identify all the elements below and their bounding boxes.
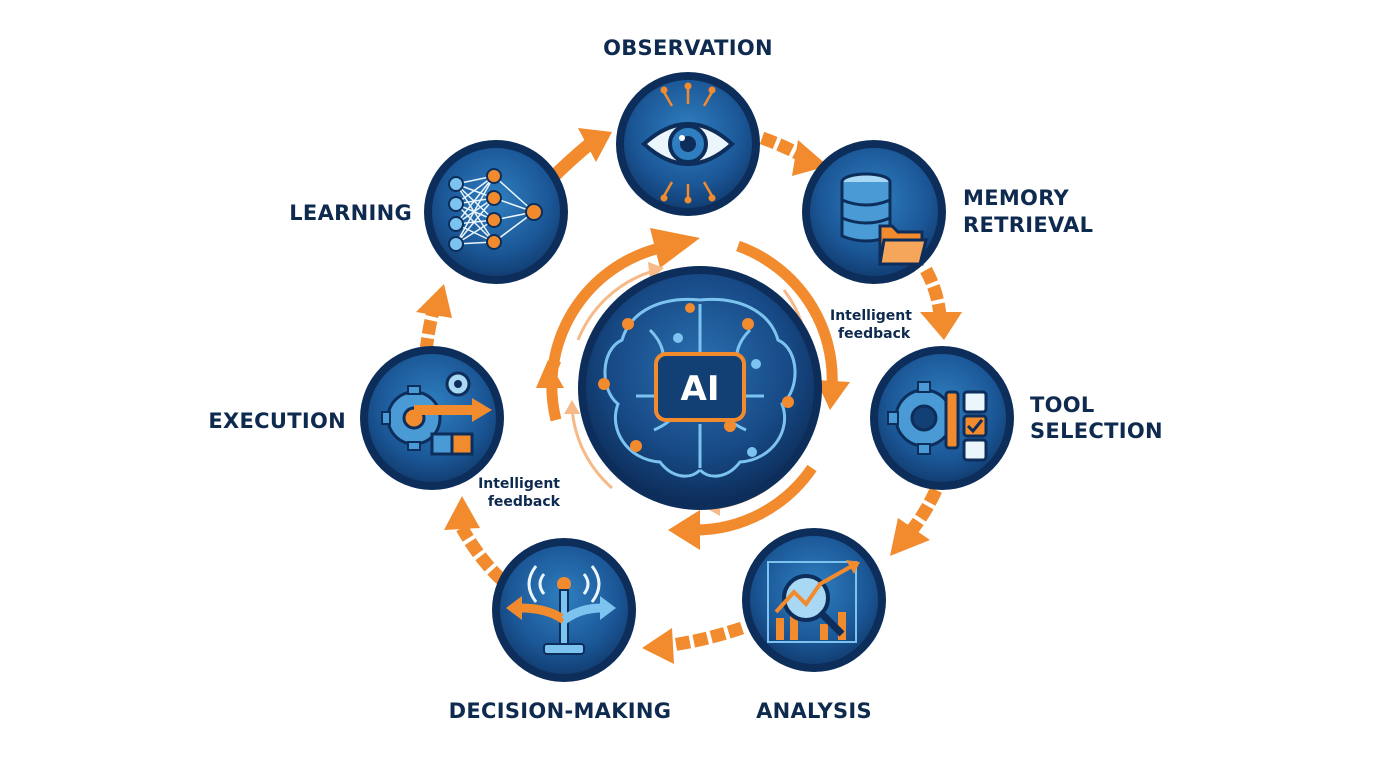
folder-icon: [878, 224, 928, 266]
analytics-icon: [767, 560, 860, 643]
label-memory-retrieval-line2: RETRIEVAL: [963, 213, 1093, 237]
label-learning: LEARNING: [289, 201, 412, 225]
arrow-execution-to-learning: [416, 284, 452, 353]
label-memory-retrieval-line1: MEMORY: [963, 186, 1070, 210]
neural-network-icon: [448, 168, 543, 252]
gears-arrow-icon: [381, 371, 492, 456]
arrow-memory-to-tool: [920, 266, 962, 340]
stage-nodes: [360, 72, 1014, 682]
database-icon: [840, 172, 928, 266]
feedback-label-right-line1: Intelligent: [830, 308, 912, 324]
label-observation: OBSERVATION: [603, 36, 773, 60]
feedback-labels: Intelligent feedback Intelligent feedbac…: [478, 308, 912, 510]
feedback-label-left-line1: Intelligent: [478, 476, 560, 492]
ai-core: AI: [578, 266, 822, 510]
feedback-label-right-line2: feedback: [838, 326, 911, 342]
arrow-analysis-to-decision: [642, 621, 745, 664]
node-analysis: [742, 528, 886, 672]
node-decision-making: [492, 538, 636, 682]
arrow-decision-to-execution: [444, 496, 507, 585]
label-tool-selection-line2: SELECTION: [1030, 419, 1163, 443]
ai-core-label: AI: [681, 369, 720, 409]
eye-icon: [641, 82, 735, 204]
label-execution: EXECUTION: [208, 409, 346, 433]
node-observation: [616, 72, 760, 216]
label-analysis: ANALYSIS: [756, 699, 872, 723]
label-tool-selection-line1: TOOL: [1030, 393, 1095, 417]
node-learning: [424, 140, 568, 284]
arrow-tool-to-analysis: [890, 487, 942, 556]
node-memory-retrieval: [802, 140, 946, 284]
branching-arrows-icon: [506, 565, 616, 655]
node-execution: [360, 346, 504, 490]
tools-icon: [887, 381, 988, 462]
arrow-learning-to-observation: [543, 128, 612, 187]
feedback-label-left-line2: feedback: [488, 494, 561, 510]
circuit-nodes: [598, 303, 794, 457]
label-decision-making: DECISION-MAKING: [449, 699, 672, 723]
stage-labels: OBSERVATION MEMORY RETRIEVAL TOOL SELECT…: [208, 36, 1163, 723]
node-tool-selection: [870, 346, 1014, 490]
ai-chip: AI: [654, 352, 746, 422]
inner-feedback-ring: [536, 228, 850, 550]
